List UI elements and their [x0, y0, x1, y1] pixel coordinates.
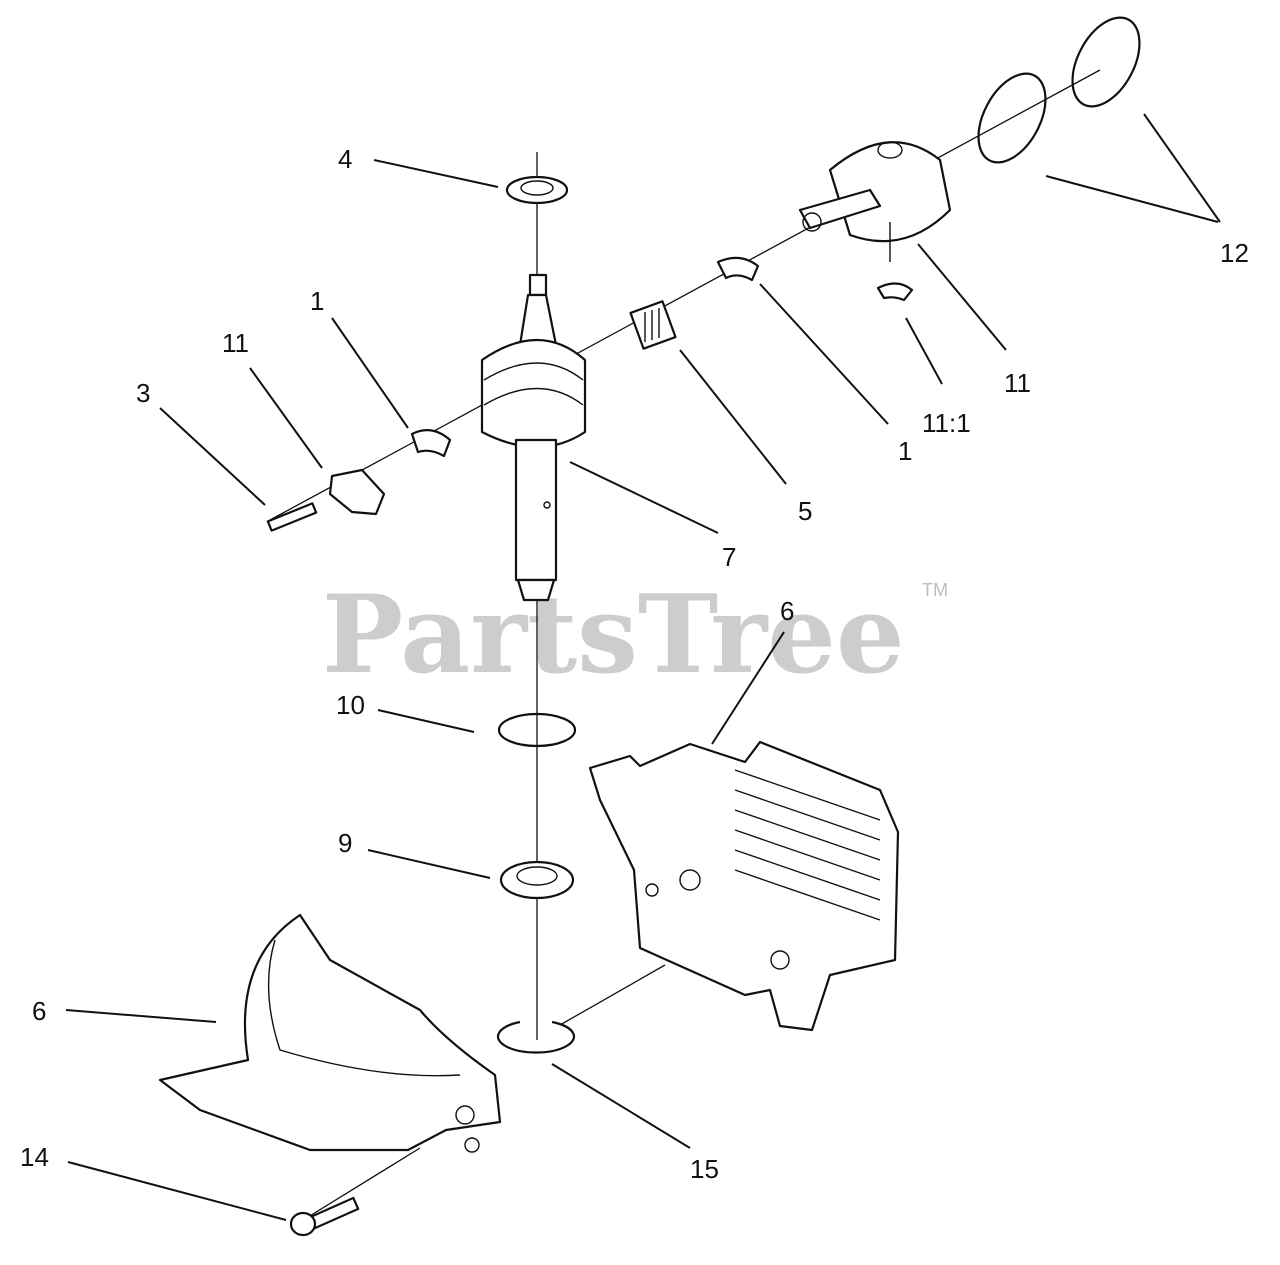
- piston-part-11: [798, 141, 952, 262]
- leader-line-5: [679, 349, 787, 485]
- callout-14: 14: [20, 1142, 49, 1172]
- o-ring-part-10: [497, 712, 577, 748]
- seal-part-4: [505, 175, 569, 205]
- seal-part-9: [499, 860, 575, 900]
- pin-part-3: [266, 502, 318, 532]
- callout-6-right: 6: [780, 596, 794, 626]
- leader-line-12-a: [1045, 175, 1219, 223]
- callout-15: 15: [690, 1154, 719, 1184]
- callout-1-lower: 1: [310, 286, 324, 316]
- callout-9: 9: [338, 828, 352, 858]
- leader-line-3: [159, 407, 266, 506]
- callout-12: 12: [1220, 238, 1249, 268]
- clip-part-11-1: [876, 282, 914, 302]
- callout-11-left: 11: [222, 328, 249, 358]
- piston-rings-part-12: [977, 16, 1141, 164]
- piston-assembly-axis: [269, 69, 1101, 521]
- leader-line-1-lower: [331, 317, 409, 429]
- leader-line-9: [367, 849, 491, 879]
- housing-assembly-axis: [559, 964, 666, 1026]
- callout-11-1: 11:1: [922, 408, 971, 438]
- clip-part-1-upper: [716, 256, 760, 282]
- callout-4: 4: [338, 144, 352, 174]
- needle-bearing-part-5: [629, 300, 677, 350]
- leader-line-4: [373, 159, 499, 188]
- bolt-part-14: [289, 1196, 360, 1237]
- callout-7: 7: [722, 542, 736, 572]
- counterweight-part-11-left: [328, 468, 386, 516]
- watermark-trademark: TM: [922, 580, 948, 600]
- callout-6-left: 6: [32, 996, 46, 1026]
- bolt-assembly-axis: [299, 1147, 421, 1223]
- watermark-brand: PartsTree: [322, 572, 905, 698]
- leader-line-6-left: [65, 1009, 217, 1023]
- callout-1-upper: 1: [898, 436, 912, 466]
- crankcase-half-part-6: [158, 913, 502, 1153]
- clip-part-1-lower: [410, 429, 452, 458]
- leader-line-11-left: [249, 367, 323, 469]
- leader-line-6-right: [711, 631, 785, 745]
- leader-line-12-b: [1143, 113, 1221, 223]
- callout-5: 5: [798, 496, 812, 526]
- callout-3: 3: [136, 378, 150, 408]
- leader-line-7: [569, 461, 719, 534]
- retaining-ring-part-15: [496, 1020, 576, 1054]
- leader-line-15: [551, 1063, 691, 1149]
- leader-line-11-right: [917, 243, 1007, 351]
- crankcase-cylinder-part-6: [588, 740, 900, 1032]
- leader-line-11-1: [905, 317, 943, 385]
- callout-11-right: 11: [1004, 368, 1031, 398]
- crankshaft-part-7: [480, 273, 587, 602]
- callout-10: 10: [336, 690, 365, 720]
- leader-line-14: [67, 1161, 287, 1221]
- leader-line-1-upper: [759, 283, 889, 425]
- leader-line-10: [377, 709, 475, 733]
